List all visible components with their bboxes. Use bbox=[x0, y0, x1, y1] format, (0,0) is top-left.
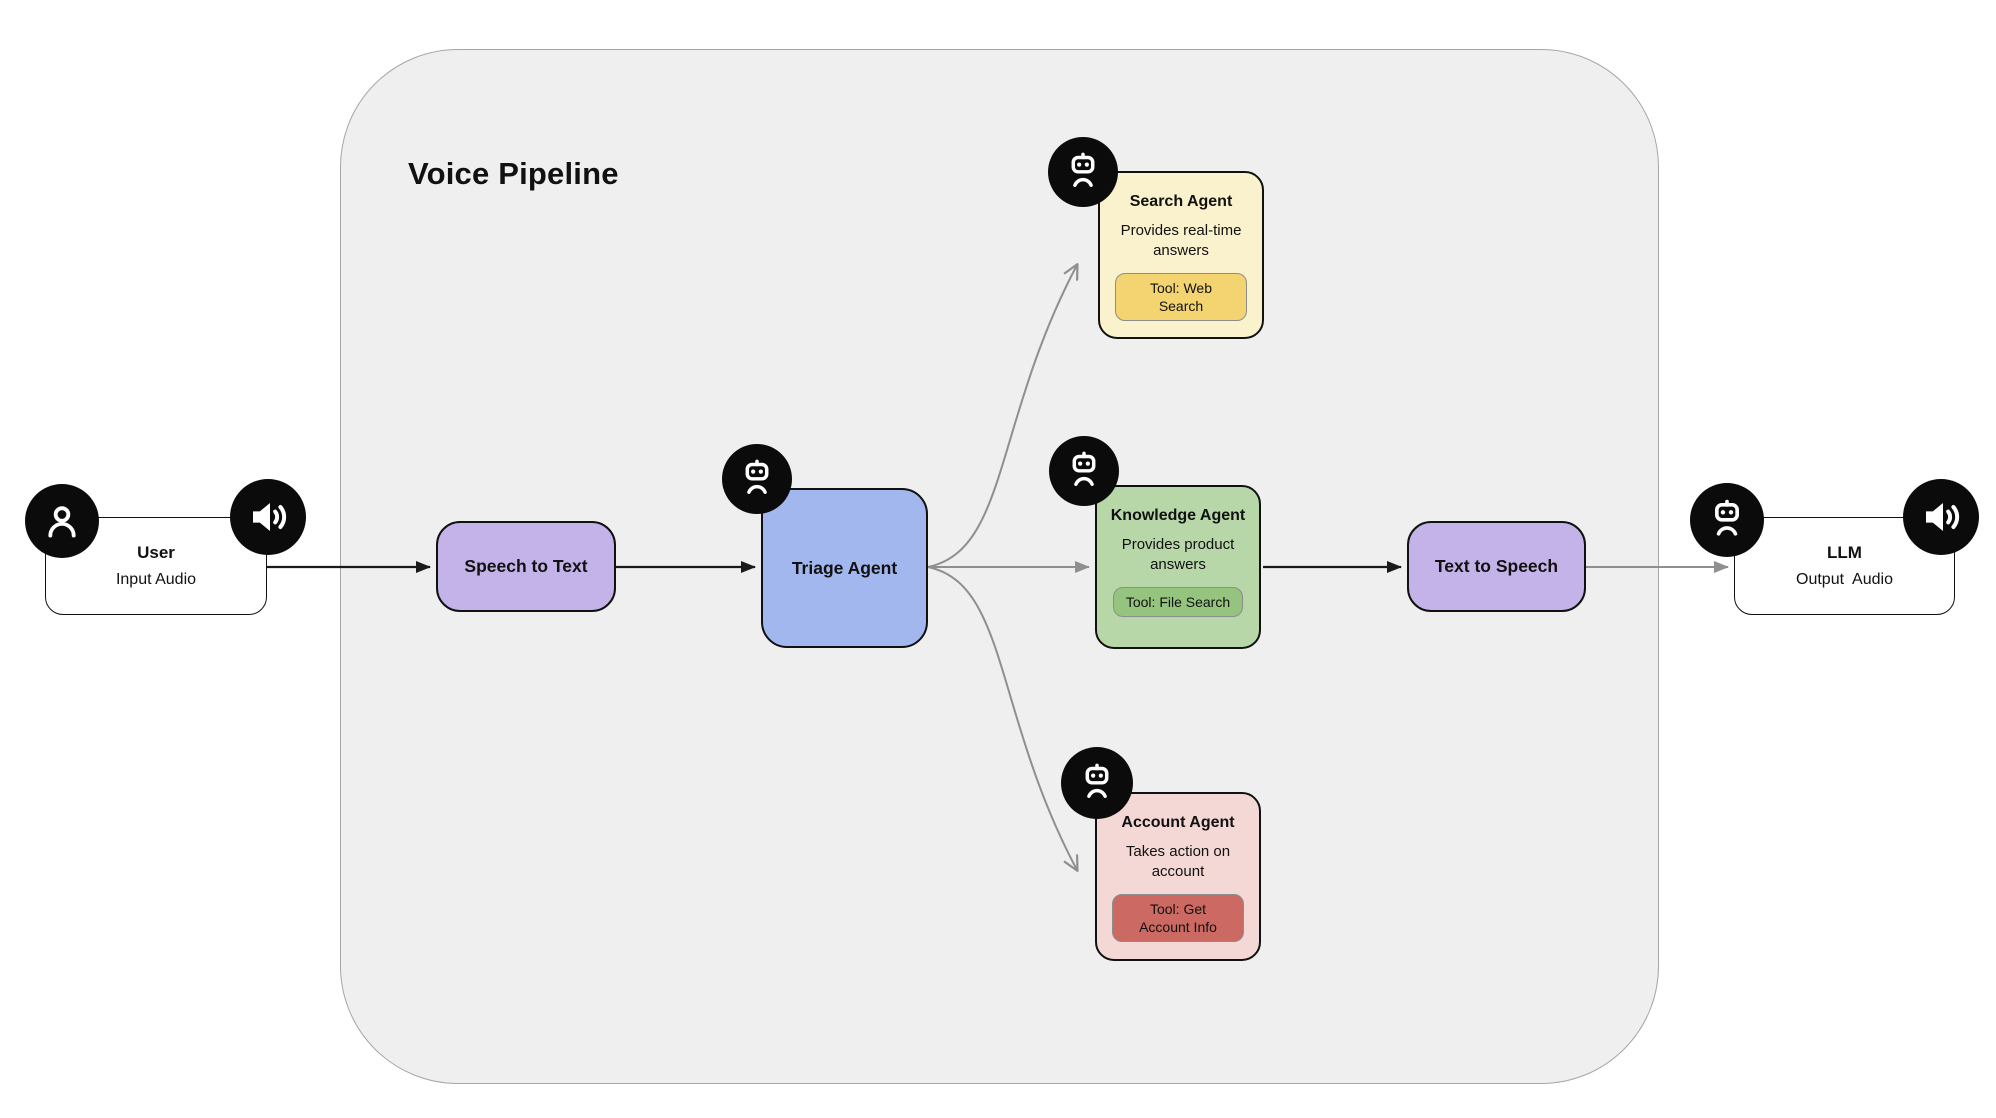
person-icon bbox=[25, 484, 99, 558]
llm-subtitle: Output Audio bbox=[1796, 571, 1893, 588]
search-agent-tool-badge: Tool: Web Search bbox=[1115, 272, 1247, 321]
edge-triage-to-search bbox=[927, 263, 1079, 568]
edge-triage-to-account bbox=[927, 566, 1079, 872]
robot-agent-icon bbox=[722, 444, 792, 514]
robot-agent-icon bbox=[1049, 436, 1119, 506]
robot-agent-icon bbox=[1048, 137, 1118, 207]
user-subtitle: Input Audio bbox=[115, 571, 197, 588]
user-title: User bbox=[137, 543, 175, 562]
node-speech-to-text[interactable]: Speech to Text bbox=[436, 521, 616, 612]
robot-agent-icon bbox=[1061, 747, 1133, 819]
account-agent-title: Account Agent bbox=[1121, 814, 1235, 831]
node-knowledge-agent[interactable]: Knowledge Agent Provides product answers… bbox=[1095, 485, 1261, 649]
search-agent-title: Search Agent bbox=[1129, 193, 1233, 210]
account-agent-description: Takes action on account bbox=[1125, 843, 1231, 881]
knowledge-agent-tool-badge: Tool: File Search bbox=[1112, 586, 1244, 617]
node-search-agent[interactable]: Search Agent Provides real-time answers … bbox=[1098, 171, 1264, 339]
speech-to-text-label: Speech to Text bbox=[464, 556, 588, 576]
node-account-agent[interactable]: Account Agent Takes action on account To… bbox=[1095, 792, 1261, 961]
knowledge-agent-description: Provides product answers bbox=[1121, 536, 1235, 574]
account-agent-tool-badge: Tool: Get Account Info bbox=[1112, 893, 1244, 942]
triage-agent-label: Triage Agent bbox=[791, 557, 898, 578]
text-to-speech-label: Text to Speech bbox=[1434, 556, 1559, 576]
node-text-to-speech[interactable]: Text to Speech bbox=[1407, 521, 1586, 612]
llm-title: LLM bbox=[1827, 543, 1862, 562]
robot-agent-icon bbox=[1690, 483, 1764, 557]
speaker-audio-icon bbox=[1903, 479, 1979, 555]
speaker-audio-icon bbox=[230, 479, 306, 555]
search-agent-description: Provides real-time answers bbox=[1120, 222, 1242, 260]
knowledge-agent-title: Knowledge Agent bbox=[1110, 507, 1246, 524]
node-triage-agent[interactable]: Triage Agent bbox=[761, 488, 928, 648]
pipeline-title: Voice Pipeline bbox=[408, 156, 619, 191]
